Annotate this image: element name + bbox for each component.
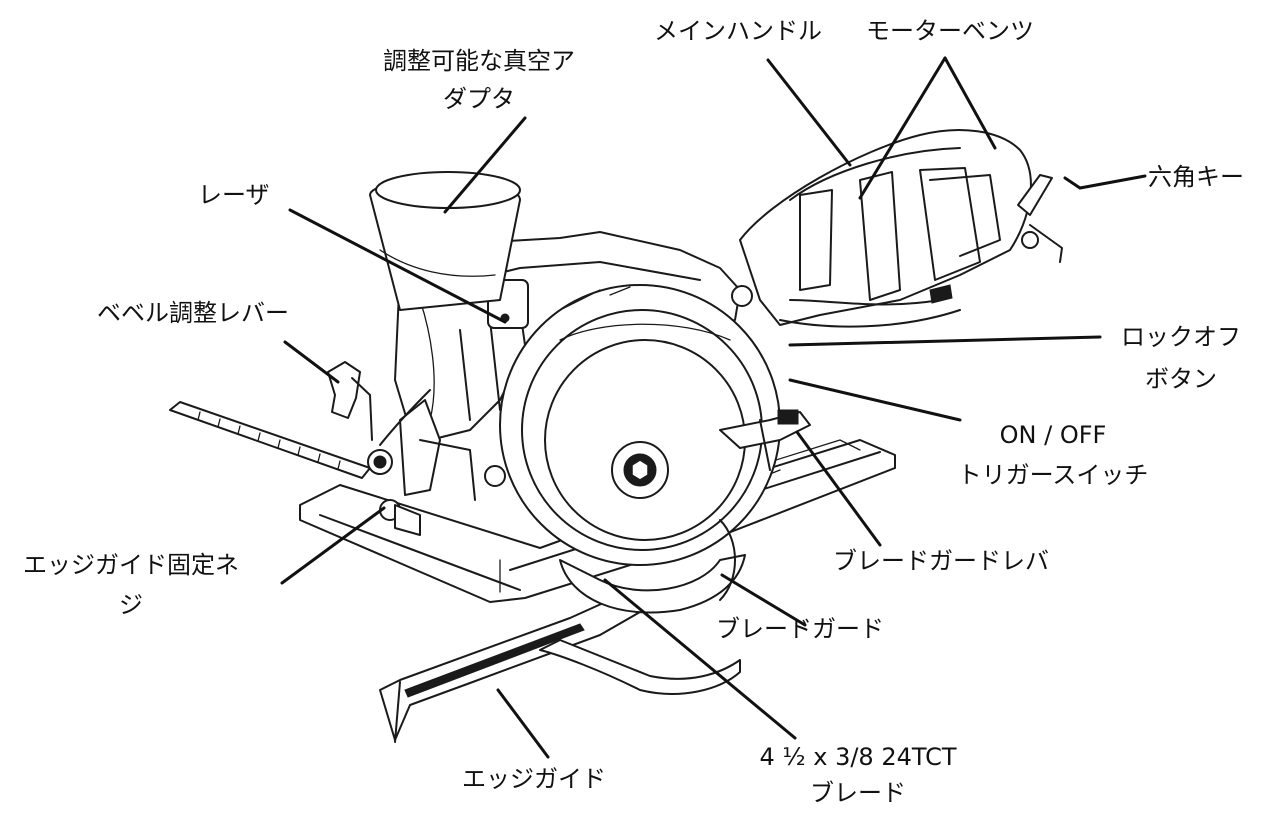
label-edge-guide-text: エッジガイド — [462, 765, 606, 793]
label-blade-guard-lever-text: ブレードガードレバ — [833, 547, 1049, 575]
leader-laser — [288, 208, 507, 324]
label-lock-off-button: ロックオフ ボタン — [1106, 320, 1256, 396]
blade-guard-housing — [499, 284, 781, 566]
leader-trigger-switch — [788, 378, 962, 422]
label-lock-off-button-line2: ボタン — [1145, 365, 1217, 393]
leader-vacuum-adapter — [443, 116, 527, 214]
bevel-ruler — [169, 401, 371, 479]
hex-key-part — [1017, 174, 1063, 263]
label-blade-guard-text: ブレードガード — [716, 615, 884, 643]
vacuum-adapter-part — [369, 171, 521, 311]
label-edge-guide-screw: エッジガイド固定ネ ジ — [6, 548, 256, 622]
label-edge-guide-screw-line1: エッジガイド固定ネ — [23, 551, 239, 579]
leader-blade-guard — [720, 573, 807, 627]
front-bracket — [379, 389, 476, 501]
leader-motor-vents-right — [943, 56, 997, 150]
label-trigger-switch: ON / OFF トリガースイッチ — [942, 418, 1164, 492]
label-hex-key: 六角キー — [1148, 160, 1244, 194]
label-main-handle: メインハンドル — [654, 14, 822, 48]
label-blade-guard: ブレードガード — [716, 612, 884, 646]
label-blade-guard-lever: ブレードガードレバ — [833, 544, 1049, 578]
label-trigger-switch-line1: ON / OFF — [999, 421, 1107, 449]
leader-edge-guide-screw — [280, 506, 386, 585]
edge-guide-part — [379, 599, 741, 743]
label-trigger-switch-line2: トリガースイッチ — [957, 461, 1149, 489]
leader-blade — [603, 578, 797, 740]
label-bevel-adjust-lever-text: ベベル調整レバー — [97, 299, 289, 327]
lower-blade-guard-part — [559, 519, 746, 614]
blade-guard-lever-part — [719, 409, 811, 471]
label-laser-text: レーザ — [198, 181, 270, 209]
saw-illustration — [169, 129, 1063, 743]
label-blade-line2: ブレード — [810, 779, 906, 807]
leader-bevel-lever — [283, 340, 340, 384]
label-adjustable-vacuum-adapter-line1: 調整可能な真空ア — [383, 47, 575, 75]
label-hex-key-text: 六角キー — [1148, 163, 1244, 191]
label-bevel-adjust-lever: ベベル調整レバー — [97, 296, 289, 330]
leader-motor-vents-left — [858, 56, 947, 200]
blade-hub — [611, 441, 669, 499]
label-blade-line1: 4 ½ x 3/8 24TCT — [759, 743, 957, 771]
bevel-lever-part — [327, 361, 373, 441]
label-lock-off-button-line1: ロックオフ — [1121, 323, 1241, 351]
label-main-handle-text: メインハンドル — [654, 17, 822, 45]
leader-lines — [280, 56, 1147, 759]
label-edge-guide: エッジガイド — [462, 762, 606, 796]
label-edge-guide-screw-line2: ジ — [119, 591, 143, 619]
leader-edge-guide — [496, 688, 550, 759]
label-adjustable-vacuum-adapter-line2: ダプタ — [443, 85, 515, 113]
label-motor-vents-text: モーターベンツ — [866, 17, 1034, 45]
label-adjustable-vacuum-adapter: 調整可能な真空ア ダプタ — [374, 44, 584, 116]
label-blade: 4 ½ x 3/8 24TCT ブレード — [748, 740, 968, 810]
label-motor-vents: モーターベンツ — [866, 14, 1034, 48]
edge-guide-screw-part — [367, 285, 753, 536]
leader-hex-key — [1063, 174, 1147, 190]
main-handle-part — [739, 129, 1032, 328]
leader-main-handle — [766, 58, 852, 167]
leader-lock-off-button — [788, 335, 1102, 347]
leader-blade-guard-lever — [795, 430, 882, 547]
label-laser: レーザ — [198, 178, 270, 212]
